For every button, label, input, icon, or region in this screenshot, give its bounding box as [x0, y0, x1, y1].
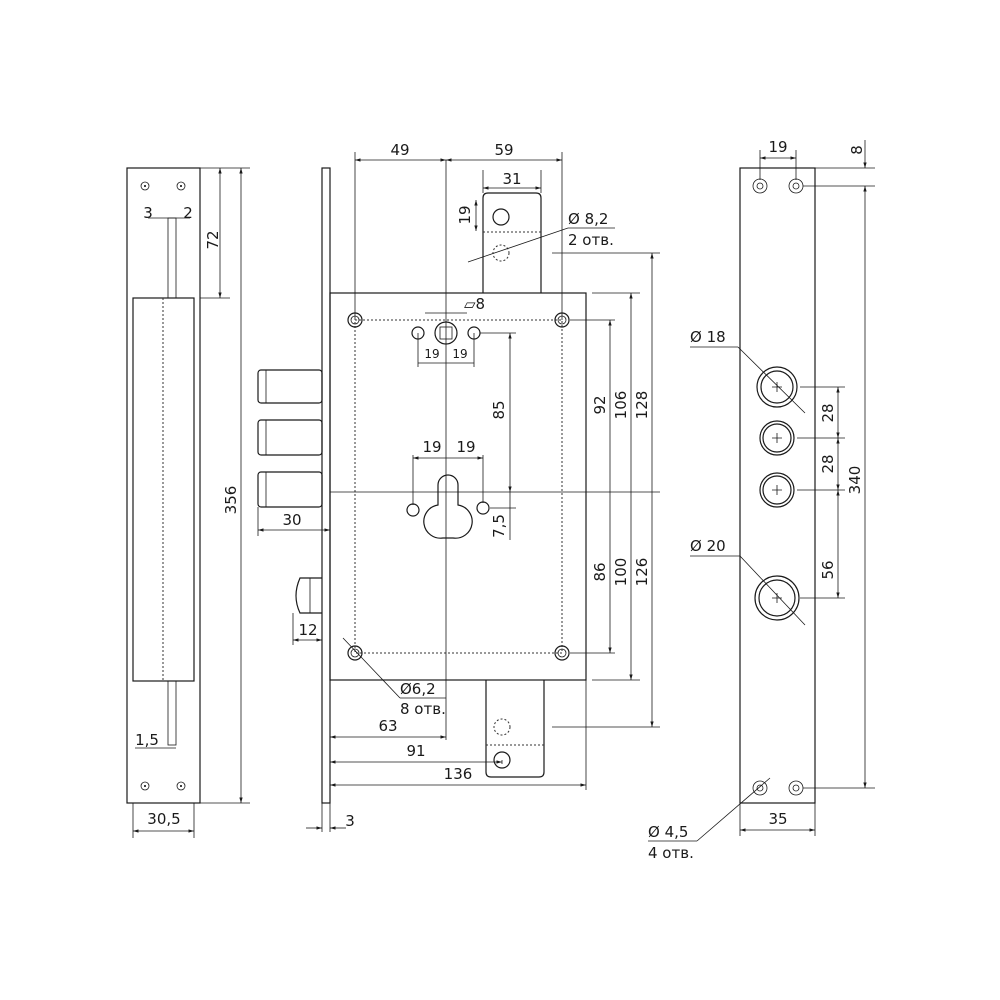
dim-85: 85	[490, 400, 508, 419]
hole-8-2-label: Ø 8,2	[568, 210, 608, 228]
dim-19-strike: 19	[768, 138, 787, 156]
square-8-label: ▱8	[464, 295, 485, 313]
cylinder-cutout	[423, 474, 473, 539]
dim-63: 63	[378, 717, 397, 735]
strike-plate-view: 19 8 340 28 28 56 Ø 18 Ø 20 Ø 4,5 4 отв.…	[648, 138, 875, 862]
bolt-holes	[754, 366, 800, 621]
dim-30-5: 30,5	[147, 810, 180, 828]
hole-6-2-count: 8 отв.	[400, 700, 446, 718]
dim-128: 128	[633, 391, 651, 420]
hole-18-label: Ø 18	[690, 328, 726, 346]
faceplate-edge	[321, 167, 331, 804]
dim-19-b: 19	[452, 347, 467, 361]
dim-28-b: 28	[819, 454, 837, 473]
dim-8: 8	[848, 145, 866, 155]
dim-92: 92	[591, 395, 609, 414]
dim-56: 56	[819, 560, 837, 579]
dim-1-5: 1,5	[135, 731, 159, 749]
dim-106: 106	[612, 391, 630, 420]
dim-126: 126	[633, 558, 651, 587]
hole-6-2-label: Ø6,2	[400, 680, 436, 698]
top-tab	[482, 192, 542, 293]
strike-plate	[739, 167, 816, 804]
dim-12: 12	[298, 621, 317, 639]
dim-136: 136	[444, 765, 473, 783]
dim-72: 72	[204, 230, 222, 249]
hole-8-2-count: 2 отв.	[568, 231, 614, 249]
latch	[295, 577, 322, 614]
dim-100: 100	[612, 558, 630, 587]
hole-4-5-count: 4 отв.	[648, 844, 694, 862]
dim-31: 31	[502, 170, 521, 188]
dim-3: 3	[143, 204, 153, 222]
bolts	[257, 369, 323, 508]
dim-2: 2	[183, 204, 193, 222]
faceplate-outline	[126, 167, 201, 804]
dim-30: 30	[282, 511, 301, 529]
dim-19-a: 19	[424, 347, 439, 361]
hole-20-label: Ø 20	[690, 537, 726, 555]
bottom-tab	[485, 680, 545, 778]
front-view: 49 59 31 19 Ø 8,2 2 отв. ▱8 19 19 85 7,5…	[257, 141, 660, 832]
dim-340: 340	[846, 466, 864, 495]
dim-28-a: 28	[819, 403, 837, 422]
dim-19-c: 19	[422, 438, 441, 456]
dim-19-tab: 19	[456, 205, 474, 224]
dim-86: 86	[591, 562, 609, 581]
dim-3-faceplate: 3	[345, 812, 355, 830]
lock-body	[329, 292, 587, 681]
dim-356: 356	[222, 486, 240, 515]
dim-91: 91	[406, 742, 425, 760]
dim-49: 49	[390, 141, 409, 159]
dim-59: 59	[494, 141, 513, 159]
hole-4-5-label: Ø 4,5	[648, 823, 688, 841]
screw-holes	[140, 181, 186, 791]
side-view: 72 356 3 2 1,5 30,5	[126, 167, 250, 838]
dim-19-d: 19	[456, 438, 475, 456]
dim-35: 35	[768, 810, 787, 828]
dim-7-5: 7,5	[490, 514, 508, 538]
